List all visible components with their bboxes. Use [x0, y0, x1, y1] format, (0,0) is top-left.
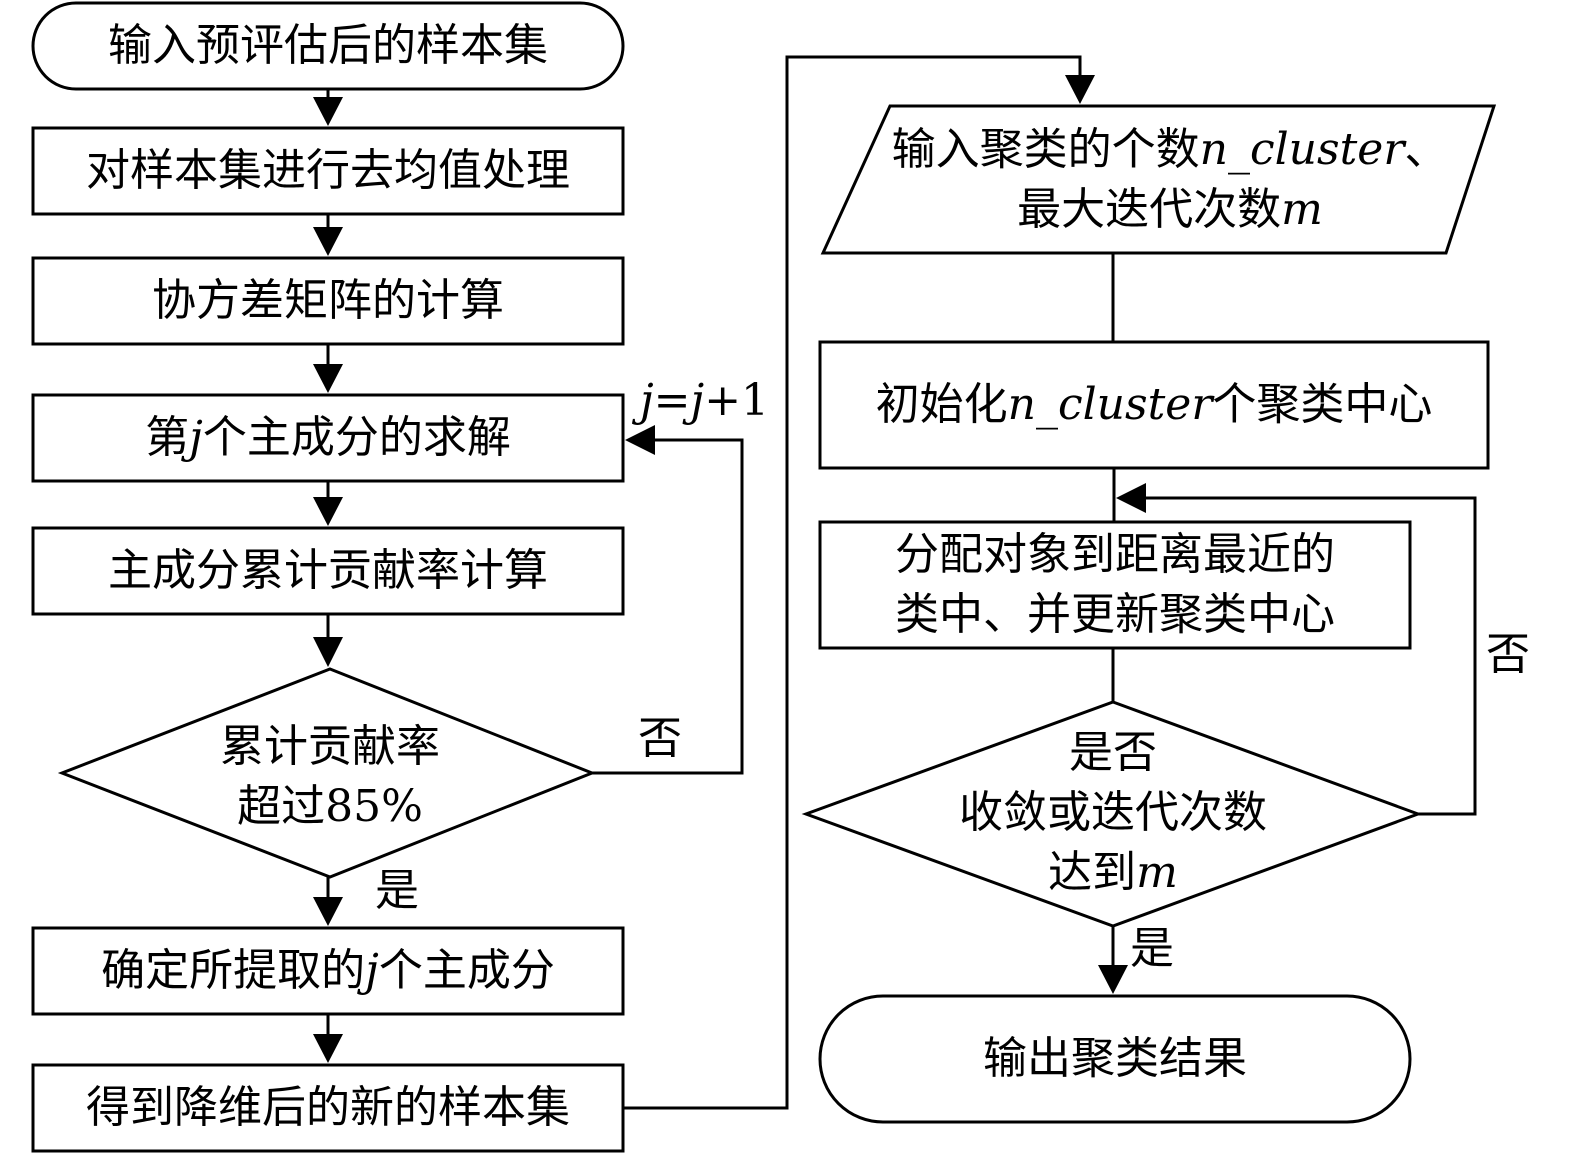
input-line1-pre: 输入聚类的个数: [891, 124, 1200, 175]
input-params-line1: 输入聚类的个数n_cluster、: [892, 120, 1449, 180]
center-step-label: 对样本集进行去均值处理: [86, 145, 570, 196]
left-yes-label: 是: [375, 865, 419, 916]
covariance-step-label: 协方差矩阵的计算: [152, 275, 504, 326]
pc-solve-var: j: [189, 412, 203, 463]
loop-var2: j: [690, 375, 705, 426]
input-line2-pre: 最大迭代次数: [1017, 184, 1282, 235]
loop-back-line: [592, 438, 744, 775]
contrib-decision-label: 累计贡献率 超过85%: [130, 715, 530, 839]
assign-line2: 类中、并更新聚类中心: [895, 589, 1335, 640]
loop-rest: +1: [704, 375, 770, 426]
select-pc-var: j: [365, 945, 379, 996]
new-sample-step-label: 得到降维后的新的样本集: [86, 1082, 570, 1133]
iterate-loop-line: [1140, 496, 1477, 816]
converge-line2: 收敛或迭代次数: [959, 787, 1267, 838]
assign-update-box: [818, 520, 1412, 650]
init-centers-box: [818, 340, 1490, 470]
select-pc-pre: 确定所提取的: [101, 945, 366, 996]
assign-update-label: 分配对象到距离最近的 类中、并更新聚类中心: [820, 522, 1410, 648]
init-pre: 初始化: [875, 379, 1008, 430]
end-terminal: [818, 994, 1412, 1124]
converge-line1: 是否: [1069, 727, 1157, 778]
assign-line1: 分配对象到距离最近的: [895, 529, 1335, 580]
arrow-down-icon: [313, 227, 343, 256]
arrow-down-icon: [313, 97, 343, 126]
arrow-down-icon: [313, 897, 343, 926]
column-link-line: [623, 55, 1082, 1110]
arrow-down-icon: [1065, 75, 1095, 104]
loop-eq: =: [653, 375, 691, 426]
cum-contrib-step-label: 主成分累计贡献率计算: [108, 545, 548, 596]
converge-line3: 达到m: [1048, 843, 1178, 903]
pc-solve-step-box: [31, 393, 625, 483]
input-params-parallelogram: [820, 104, 1497, 255]
pc-solve-pre: 第: [145, 412, 190, 463]
covariance-step-box: [31, 256, 625, 346]
center-step-box: [31, 126, 625, 216]
left-no-label: 否: [638, 713, 682, 764]
select-pc-post: 个主成分: [378, 945, 555, 996]
input-params-line2: 最大迭代次数m: [1017, 180, 1323, 240]
select-pc-step-box: [31, 926, 625, 1016]
input-line1-post: 、: [1404, 124, 1449, 175]
init-var: n_cluster: [1007, 379, 1213, 430]
contrib-decision-line2: 超过85%: [237, 781, 423, 832]
contrib-decision-diamond: [57, 667, 597, 879]
input-line1-var: n_cluster: [1199, 124, 1405, 175]
arrow-down-icon: [313, 364, 343, 393]
arrow-down-icon: [1098, 965, 1128, 994]
converge-decision-label: 是否 收敛或迭代次数 达到m: [900, 718, 1326, 908]
converge-line3-pre: 达到: [1048, 847, 1137, 898]
input-params-label: 输入聚类的个数n_cluster、 最大迭代次数m: [860, 118, 1480, 242]
right-yes-label: 是: [1130, 923, 1174, 974]
input-line2-var: m: [1281, 184, 1323, 235]
arrow-down-icon: [313, 1034, 343, 1063]
init-post: 个聚类中心: [1212, 379, 1433, 430]
loop-increment-label: j=j+1: [640, 376, 769, 426]
arrow-left-icon: [625, 425, 655, 455]
end-label: 输出聚类结果: [983, 1033, 1247, 1084]
arrow-down-icon: [313, 497, 343, 526]
arrow-down-icon: [313, 637, 343, 667]
start-label: 输入预评估后的样本集: [108, 20, 548, 71]
pc-solve-post: 个主成分的求解: [202, 412, 511, 463]
right-no-label: 否: [1486, 629, 1530, 680]
loop-var1: j: [640, 375, 654, 426]
contrib-decision-line1: 累计贡献率: [220, 721, 440, 772]
arrow-left-icon: [1116, 483, 1146, 513]
converge-line3-var: m: [1136, 847, 1178, 898]
